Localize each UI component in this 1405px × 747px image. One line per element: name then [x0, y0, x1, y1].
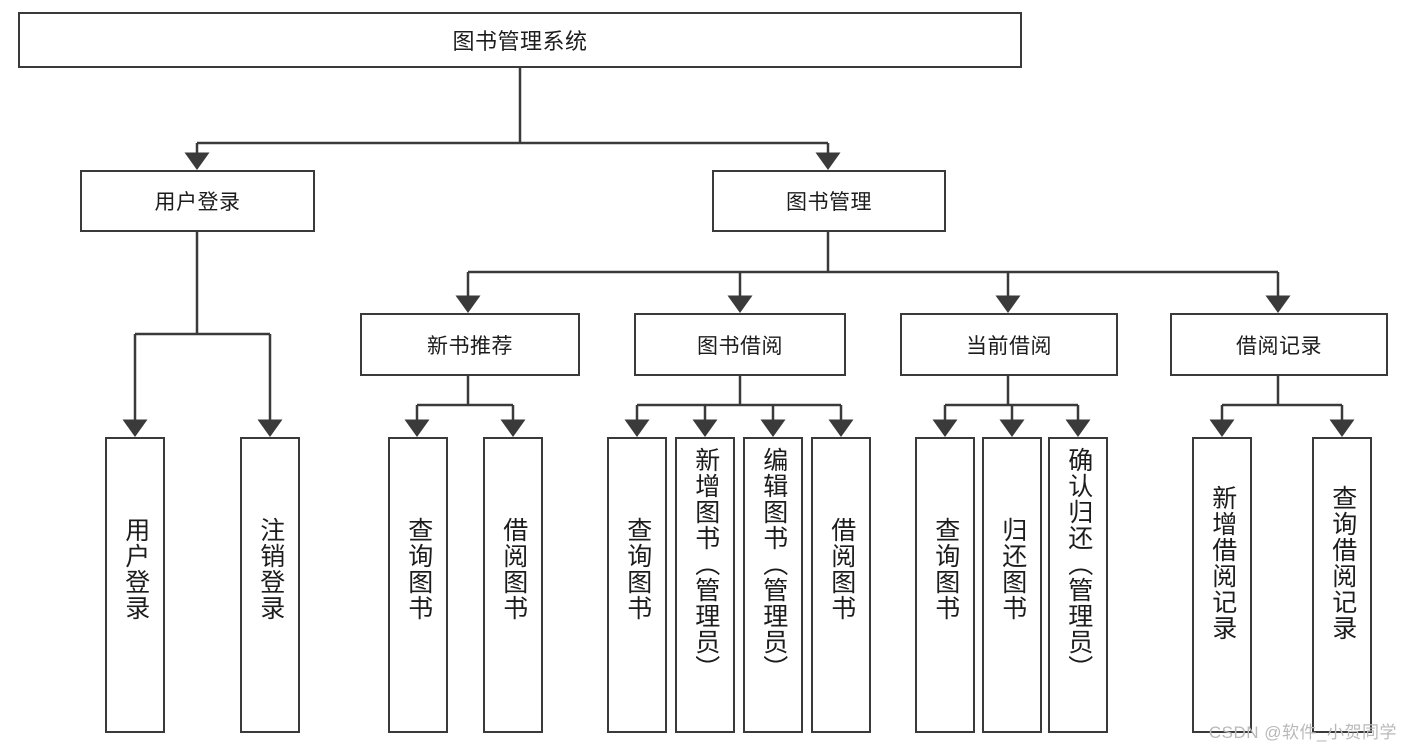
- leaf-borrow-borrow-book[interactable]: 借阅图书: [811, 437, 871, 733]
- node-label: 归还图书: [998, 517, 1027, 621]
- node-user-login[interactable]: 用户登录: [80, 170, 315, 232]
- node-label: 图书管理: [786, 191, 872, 214]
- leaf-record-add-record[interactable]: 新增借阅记录: [1192, 437, 1252, 733]
- node-current-borrow[interactable]: 当前借阅: [900, 313, 1118, 376]
- node-label: 用户登录: [154, 191, 241, 214]
- node-label: 查询图书: [623, 517, 652, 621]
- node-label: 查询图书: [404, 517, 433, 621]
- node-book-management[interactable]: 图书管理: [712, 170, 946, 232]
- leaf-recommend-query-book[interactable]: 查询图书: [388, 437, 448, 733]
- node-label: 新书推荐: [427, 334, 513, 358]
- node-label: 图书借阅: [697, 334, 783, 358]
- node-label: 编辑图书（管理员）: [759, 447, 788, 681]
- node-new-book-recommend[interactable]: 新书推荐: [360, 313, 580, 376]
- leaf-borrow-edit-book-admin[interactable]: 编辑图书（管理员）: [743, 437, 803, 733]
- node-label: 用户登录: [121, 517, 150, 621]
- leaf-user-login-logout[interactable]: 注销登录: [240, 437, 300, 733]
- leaf-current-query-book[interactable]: 查询图书: [915, 437, 975, 733]
- leaf-current-confirm-return-admin[interactable]: 确认归还（管理员）: [1048, 437, 1108, 733]
- node-label: 借阅记录: [1236, 334, 1322, 358]
- node-borrow-record[interactable]: 借阅记录: [1170, 313, 1388, 376]
- node-label: 查询借阅记录: [1328, 485, 1357, 641]
- leaf-borrow-add-book-admin[interactable]: 新增图书（管理员）: [675, 437, 735, 733]
- node-label: 注销登录: [256, 517, 285, 621]
- leaf-borrow-query-book[interactable]: 查询图书: [607, 437, 667, 733]
- node-label: 当前借阅: [966, 334, 1052, 358]
- leaf-record-query-record[interactable]: 查询借阅记录: [1312, 437, 1372, 733]
- node-root-system[interactable]: 图书管理系统: [18, 12, 1022, 68]
- watermark-text: CSDN @软件_小贺同学: [1208, 723, 1397, 742]
- node-label: 新增借阅记录: [1208, 485, 1237, 641]
- node-label: 图书管理系统: [452, 29, 588, 54]
- node-label: 查询图书: [931, 517, 960, 621]
- leaf-current-return-book[interactable]: 归还图书: [982, 437, 1042, 733]
- leaf-recommend-borrow-book[interactable]: 借阅图书: [483, 437, 543, 733]
- node-label: 借阅图书: [827, 517, 856, 621]
- node-label: 确认归还（管理员）: [1064, 447, 1093, 681]
- node-label: 新增图书（管理员）: [691, 447, 720, 681]
- node-label: 借阅图书: [499, 517, 528, 621]
- leaf-user-login-login[interactable]: 用户登录: [105, 437, 165, 733]
- node-book-borrow[interactable]: 图书借阅: [634, 313, 846, 376]
